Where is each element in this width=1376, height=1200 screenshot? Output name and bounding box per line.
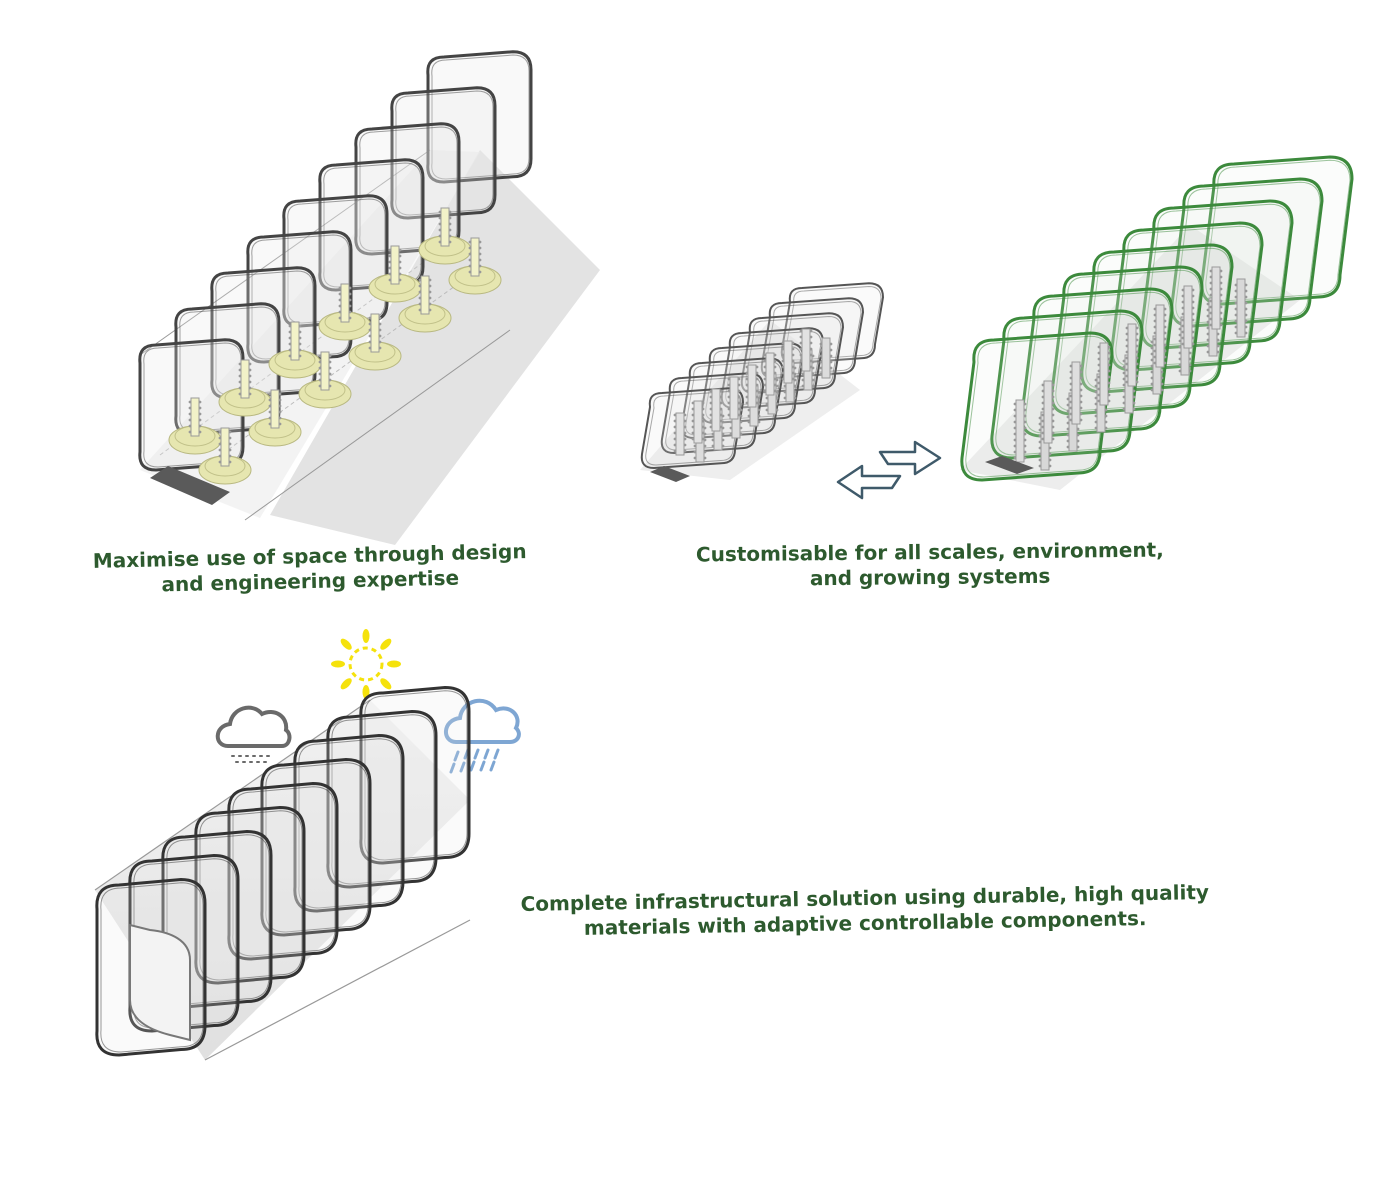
caption-scale-line2: and growing systems — [809, 563, 1051, 591]
caption-scale-line1: Customisable for all scales, environment… — [695, 537, 1164, 567]
small-greenhouse-icon — [640, 282, 885, 482]
large-greenhouse-icon — [960, 155, 1354, 490]
greenhouse-with-planters-icon — [138, 50, 600, 545]
swap-arrows-icon — [836, 440, 942, 500]
empty-greenhouse-icon — [94, 685, 471, 1061]
cloud-icon — [215, 705, 292, 763]
rain-cloud-icon — [444, 698, 521, 774]
caption-customisable: Customisable for all scales, environment… — [680, 537, 1180, 592]
sun-icon — [331, 629, 401, 699]
